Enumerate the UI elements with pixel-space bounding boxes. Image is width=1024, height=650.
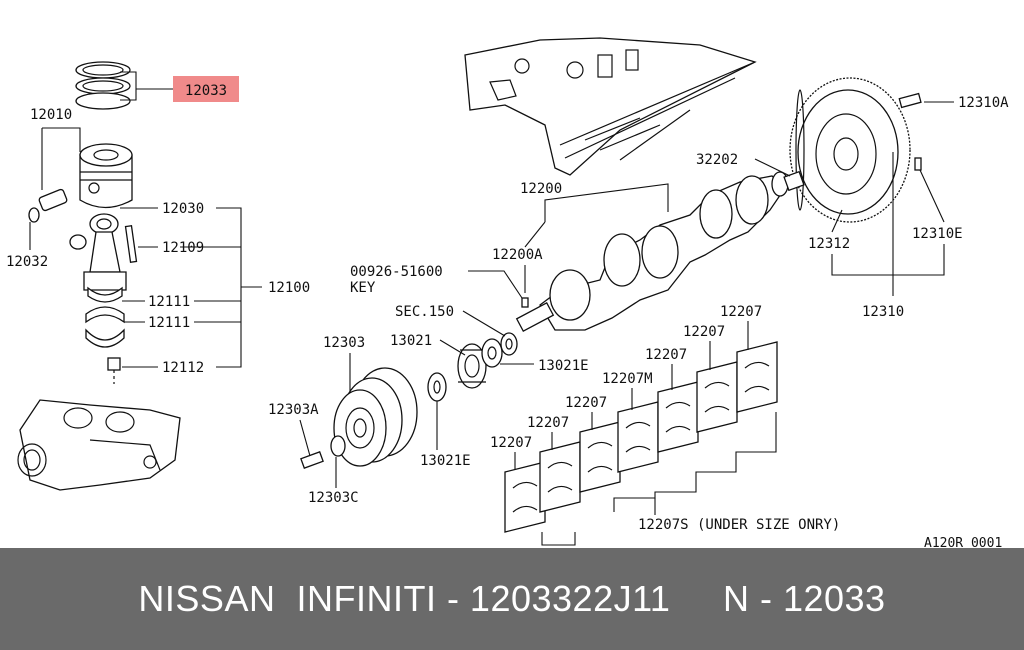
label-13021e-upper: 13021E (538, 358, 589, 374)
label-00926-51600: 00926-51600 (350, 264, 443, 280)
label-12111-lower: 12111 (148, 315, 190, 331)
engine-block-upper-drawing (464, 37, 757, 176)
oil-seal-drawing (500, 332, 518, 356)
label-12100: 12100 (268, 280, 310, 296)
label-12303c: 12303C (308, 490, 359, 506)
label-12032: 12032 (6, 254, 48, 270)
label-12111-upper: 12111 (148, 294, 190, 310)
label-12310: 12310 (862, 304, 904, 320)
label-undersize: 12207S (UNDER SIZE ONRY) (638, 517, 840, 533)
connecting-rod-drawing (69, 213, 138, 384)
label-12310a: 12310A (958, 95, 1009, 111)
label-bearing-1: 12207 (490, 435, 532, 451)
crankshaft-drawing (515, 171, 789, 333)
label-32202: 32202 (696, 152, 738, 168)
dowel-pin-drawing (914, 157, 922, 171)
label-12303: 12303 (323, 335, 365, 351)
label-13021: 13021 (390, 333, 432, 349)
pilot-bushing-drawing (783, 170, 805, 192)
label-sec-150: SEC.150 (395, 304, 454, 320)
label-12200: 12200 (520, 181, 562, 197)
piston-drawing (79, 143, 133, 209)
snap-ring-drawing (28, 207, 40, 223)
label-reference: A120R 0001 (924, 536, 1002, 548)
label-12200a: 12200A (492, 247, 543, 263)
flywheel-drawing (789, 77, 911, 223)
main-bearings-drawing (504, 341, 778, 533)
piston-pin-drawing (38, 188, 68, 212)
label-bearing-6: 12207 (683, 324, 725, 340)
label-bearing-2: 12207 (527, 415, 569, 431)
label-12010: 12010 (30, 107, 72, 123)
label-bearing-7: 12207 (720, 304, 762, 320)
label-12303a: 12303A (268, 402, 319, 418)
label-12109: 12109 (162, 240, 204, 256)
pulley-bolt-drawing (300, 451, 324, 469)
flywheel-bolt-drawing (898, 92, 922, 109)
pulley-washer-drawing (330, 435, 346, 457)
label-bearing-5: 12207 (645, 347, 687, 363)
footer-bar: NISSAN INFINITI - 1203322J11 N - 12033 (0, 548, 1024, 650)
crank-key-drawing (521, 297, 529, 308)
label-12112: 12112 (162, 360, 204, 376)
label-bearing-3: 12207 (565, 395, 607, 411)
crank-pulley-drawing (333, 367, 418, 467)
engine-block-lower-drawing (17, 399, 181, 491)
footer-part-info: NISSAN INFINITI - 1203322J11 N - 12033 (138, 578, 886, 619)
parts-diagram: 12033 12010 12032 12030 (6, 37, 1009, 548)
highlight-label[interactable]: 12033 (185, 83, 227, 99)
label-bearing-4: 12207M (602, 371, 653, 387)
front-washer-drawing (427, 372, 447, 402)
label-12312: 12312 (808, 236, 850, 252)
label-13021e-lower: 13021E (420, 453, 471, 469)
crank-washer-drawing (481, 338, 503, 368)
highlight-box[interactable] (173, 76, 239, 102)
label-12310e: 12310E (912, 226, 963, 242)
label-key: KEY (350, 280, 376, 296)
label-12030: 12030 (162, 201, 204, 217)
piston-rings-drawing (75, 61, 131, 110)
